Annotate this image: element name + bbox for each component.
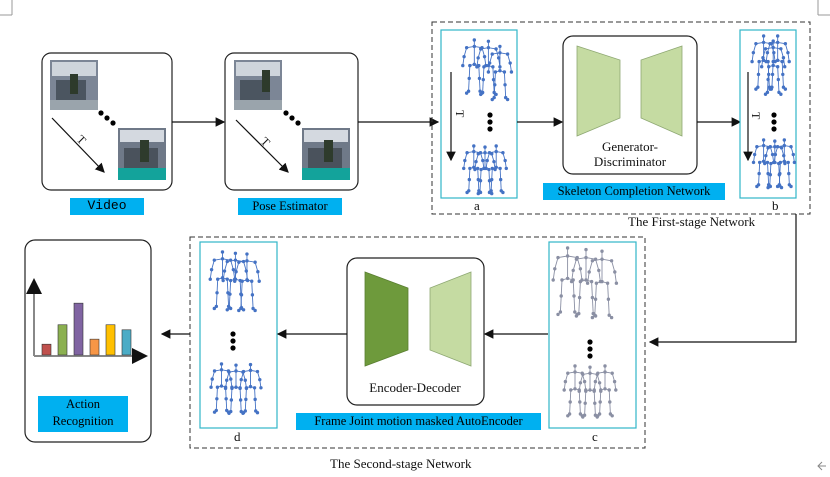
pose-frame-top — [234, 60, 282, 110]
skeleton-b-top — [750, 34, 791, 96]
skeleton-b-bottom — [751, 138, 797, 190]
encoder-decoder-label: Encoder-Decoder — [369, 380, 461, 395]
second-stage-box — [189, 236, 646, 449]
skeleton-a-top — [461, 38, 514, 102]
time-symbol-a: T — [453, 110, 467, 118]
fjmm-autoencoder-label: Frame Joint motion masked AutoEncoder — [296, 413, 541, 430]
pose-frame-bottom — [302, 128, 350, 180]
action-bar-5 — [105, 324, 116, 356]
return-glyph — [817, 461, 826, 471]
panel-c-letter: c — [592, 429, 598, 444]
action-bar-4 — [89, 338, 100, 356]
skeleton-c-bottom — [562, 364, 618, 419]
skeleton-d-bottom — [209, 362, 263, 415]
decoder-shape — [429, 271, 472, 367]
corner-mark-left — [0, 0, 13, 16]
panel-b-letter: b — [772, 198, 779, 213]
second-stage-network-label: The Second-stage Network — [330, 456, 472, 471]
action-bars — [41, 302, 132, 356]
action-recognition-box — [24, 239, 152, 443]
arrow-b-to-c — [648, 214, 797, 347]
panel-d-letter: d — [234, 429, 241, 444]
encoder-shape — [364, 271, 409, 367]
panel-d — [199, 241, 278, 429]
video-frame-bottom — [118, 128, 166, 180]
time-arrow-video — [51, 117, 105, 173]
corner-mark-right — [817, 0, 830, 16]
action-bar-2 — [57, 324, 68, 356]
action-recognition-label: Action Recognition — [38, 396, 128, 432]
action-bar-6 — [121, 329, 132, 356]
panel-c — [548, 241, 637, 429]
discriminator-shape — [640, 45, 683, 137]
first-stage-network-label: The First-stage Network — [628, 214, 756, 229]
generator-shape — [576, 45, 621, 137]
pose-estimator-label: Pose Estimator — [238, 198, 342, 215]
video-frame-top — [50, 60, 98, 110]
time-arrow-pose — [235, 119, 289, 173]
skeleton-a-bottom — [462, 144, 508, 196]
skeleton-d-top — [208, 250, 261, 313]
video-label: Video — [70, 198, 144, 215]
time-symbol-b: T — [749, 112, 763, 120]
skeleton-c-top — [551, 246, 619, 320]
panel-a-letter: a — [474, 198, 480, 213]
skeleton-completion-network-label: Skeleton Completion Network — [543, 183, 725, 200]
generator-discriminator-label: Generator- Discriminator — [593, 139, 667, 169]
first-stage-box — [431, 21, 811, 215]
action-bar-1 — [41, 343, 52, 356]
action-bar-3 — [73, 302, 84, 356]
